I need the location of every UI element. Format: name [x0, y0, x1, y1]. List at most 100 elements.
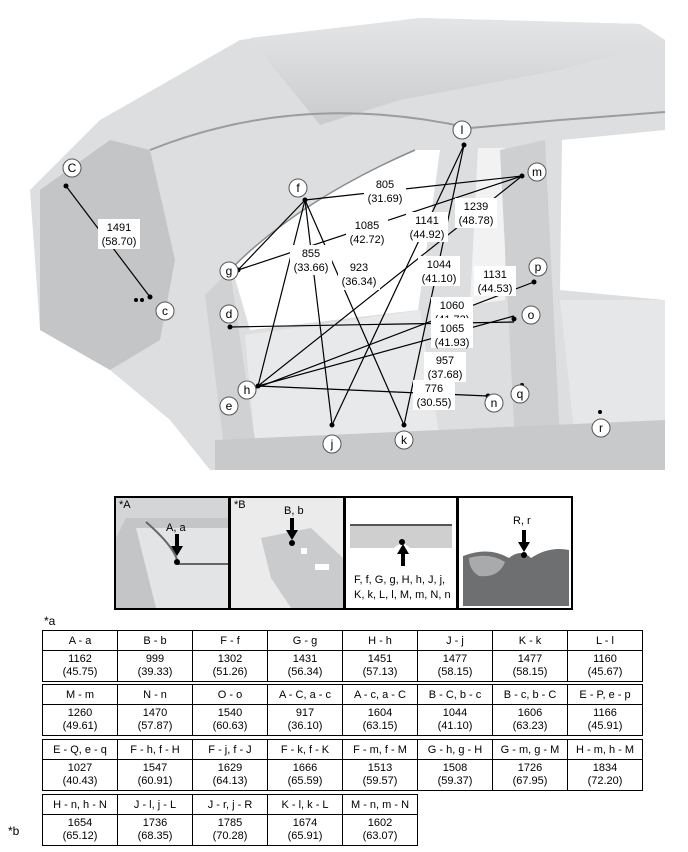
- table-header-cell: H - h: [342, 630, 418, 651]
- point-j: j: [322, 434, 342, 454]
- table-value-cell: 1302(51.26): [192, 650, 268, 682]
- svg-text:(31.69): (31.69): [368, 193, 403, 205]
- value-mm: 1540: [217, 707, 243, 719]
- table-value-cell: 1540(60.63): [192, 704, 268, 736]
- table-header-cell: F - f: [192, 630, 268, 651]
- svg-text:h: h: [244, 383, 251, 397]
- svg-text:(41.93): (41.93): [435, 337, 470, 349]
- value-in: (68.35): [137, 830, 173, 842]
- svg-text:g: g: [226, 264, 233, 278]
- svg-text:C: C: [68, 161, 77, 175]
- detail-view-c: F, f, G, g, H, h, J, j, K, k, L, l, M, m…: [344, 496, 458, 610]
- value-in: (72.20): [587, 775, 623, 787]
- svg-text:j: j: [330, 437, 334, 451]
- svg-text:805: 805: [376, 179, 394, 191]
- table-value-cell: 1629(64.13): [192, 759, 268, 791]
- table-header-cell: N - n: [117, 684, 193, 705]
- value-mm: 1027: [67, 762, 93, 774]
- value-in: (63.07): [362, 830, 398, 842]
- point-l: l: [452, 120, 472, 140]
- value-mm: 1606: [517, 707, 543, 719]
- value-in: (65.59): [287, 775, 323, 787]
- value-mm: 1477: [517, 653, 543, 665]
- value-mm: 1431: [292, 653, 318, 665]
- value-mm: 1044: [442, 707, 468, 719]
- svg-text:(33.66): (33.66): [294, 262, 329, 274]
- detail-view-d: R, r: [457, 496, 573, 610]
- svg-text:1239: 1239: [464, 201, 488, 213]
- table-header-cell: L - l: [567, 630, 643, 651]
- svg-text:d: d: [226, 307, 233, 321]
- arrow-down-icon: [171, 534, 183, 556]
- table-header-cell: B - b: [117, 630, 193, 651]
- dimension-labels: 1491 (58.70) 805 (31.69) 1085 (42.72) 11…: [98, 175, 516, 410]
- detail-a-illustration: [116, 498, 228, 608]
- arrow-up-icon: [397, 544, 409, 566]
- point-C: C: [62, 158, 82, 178]
- table-value-cell: 1160(45.67): [567, 650, 643, 682]
- table-value-cell: 1477(58.15): [492, 650, 568, 682]
- table-header-cell: K - l, k - L: [267, 794, 343, 815]
- point-p: p: [528, 257, 548, 277]
- table-value-cell: 1674(65.91): [267, 814, 343, 846]
- svg-text:957: 957: [436, 355, 454, 367]
- table-header-cell: F - h, f - H: [117, 739, 193, 760]
- value-in: (36.10): [287, 720, 323, 732]
- svg-text:1060: 1060: [440, 300, 464, 312]
- svg-text:f: f: [296, 181, 300, 195]
- value-in: (70.28): [212, 830, 248, 842]
- point-f: f: [288, 178, 308, 198]
- table-header-cell: H - n, h - N: [42, 794, 118, 815]
- point-c: c: [155, 301, 175, 321]
- point-h: h: [237, 380, 257, 400]
- value-mm: 1604: [367, 707, 393, 719]
- detail-view-b: *B B, b: [229, 496, 345, 610]
- table-value-cell: 999(39.33): [117, 650, 193, 682]
- point-k: k: [394, 430, 414, 450]
- svg-text:(42.72): (42.72): [350, 234, 385, 246]
- table-value-cell: 1477(58.15): [417, 650, 493, 682]
- table-value-cell: 1513(59.57): [342, 759, 418, 791]
- value-mm: 1602: [367, 817, 393, 829]
- value-in: (41.10): [437, 720, 473, 732]
- value-in: (45.67): [587, 666, 623, 678]
- table-header-cell: G - h, g - H: [417, 739, 493, 760]
- value-mm: 1513: [367, 762, 393, 774]
- svg-text:776: 776: [425, 383, 443, 395]
- value-mm: 1834: [592, 762, 618, 774]
- value-mm: 1785: [217, 817, 243, 829]
- value-in: (51.26): [212, 666, 248, 678]
- arrow-down-icon: [286, 518, 298, 540]
- value-in: (59.37): [437, 775, 473, 787]
- svg-text:l: l: [461, 123, 464, 137]
- table-value-cell: 1162(45.75): [42, 650, 118, 682]
- value-mm: 1654: [67, 817, 93, 829]
- table-header-cell: K - k: [492, 630, 568, 651]
- value-in: (57.13): [362, 666, 398, 678]
- value-in: (59.57): [362, 775, 398, 787]
- table-header-cell: G - g: [267, 630, 343, 651]
- table-header-cell: F - m, f - M: [342, 739, 418, 760]
- table-value-cell: 1044(41.10): [417, 704, 493, 736]
- detail-b-illustration: [231, 498, 343, 608]
- point-e: e: [219, 396, 239, 416]
- point-o: o: [521, 305, 541, 325]
- value-in: (60.63): [212, 720, 248, 732]
- table-value-cell: 1166(45.91): [567, 704, 643, 736]
- table-header-cell: B - c, b - C: [492, 684, 568, 705]
- value-mm: 1451: [367, 653, 393, 665]
- value-mm: 1470: [142, 707, 168, 719]
- value-in: (58.15): [437, 666, 473, 678]
- table-value-cell: 1451(57.13): [342, 650, 418, 682]
- table-value-cell: 1834(72.20): [567, 759, 643, 791]
- table-value-cell: 1027(40.43): [42, 759, 118, 791]
- value-in: (57.87): [137, 720, 173, 732]
- value-in: (64.13): [212, 775, 248, 787]
- svg-text:(37.68): (37.68): [428, 369, 463, 381]
- value-mm: 1260: [67, 707, 93, 719]
- table-header-cell: E - P, e - p: [567, 684, 643, 705]
- detail-view-a: *A A, a: [114, 496, 230, 610]
- table-value-cell: 1654(65.12): [42, 814, 118, 846]
- table-header-cell: A - c, a - C: [342, 684, 418, 705]
